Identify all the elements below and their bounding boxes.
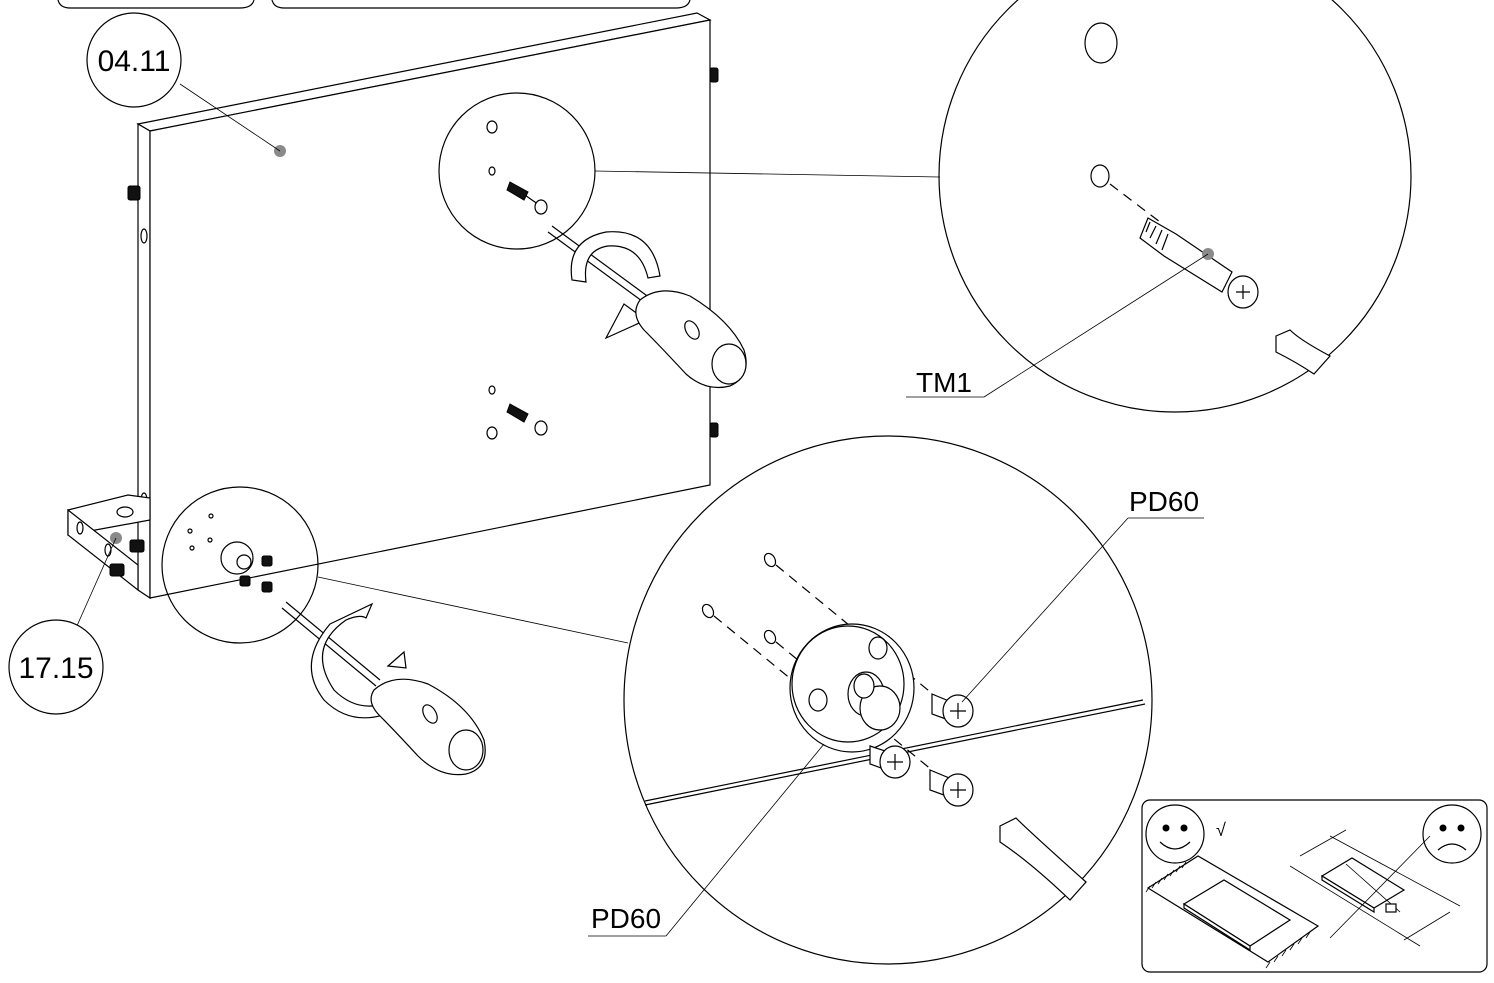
- detail-circle-tm1: TM1: [906, 0, 1412, 413]
- cam-bolt-upper: [506, 181, 548, 215]
- screwdriver-lower: [281, 601, 486, 776]
- callout-label-17-15: 17.15: [18, 652, 93, 685]
- happy-face-icon: [1145, 804, 1205, 864]
- check-mark: √: [1216, 820, 1226, 840]
- part-label-pd60-bottom: PD60: [591, 903, 661, 934]
- sad-face-icon: [1422, 804, 1482, 864]
- callout-17-15: 17.15: [8, 537, 117, 715]
- side-panel: [127, 12, 719, 600]
- callout-04-11: 04.11: [86, 12, 281, 152]
- part-label-tm1: TM1: [916, 367, 972, 398]
- connector-plate: [789, 623, 915, 753]
- detail-circle-upper-small: [438, 92, 941, 250]
- screw-1: [931, 693, 974, 728]
- screwdriver-tip-upper: [1275, 329, 1331, 375]
- bottom-panel: [67, 494, 151, 592]
- cam-fitting-part: [1139, 217, 1259, 309]
- screw-2: [869, 745, 911, 779]
- panel-on-floor-bad: [1289, 829, 1461, 947]
- screwdriver-upper: [547, 225, 747, 389]
- detail-circle-lower-small: [161, 486, 629, 644]
- tip-inset: √: [1141, 799, 1488, 973]
- callout-label-04-11: 04.11: [98, 45, 171, 78]
- screwdriver-tip-lower: [999, 817, 1087, 901]
- panel-on-rug-good: [1145, 855, 1320, 969]
- detail-circle-pd60: PD60 PD60: [588, 435, 1204, 965]
- part-label-pd60-top: PD60: [1129, 486, 1199, 517]
- cam-bolt-lower: [506, 403, 548, 436]
- top-label-boxes: [57, 0, 691, 9]
- screw-3: [929, 769, 974, 807]
